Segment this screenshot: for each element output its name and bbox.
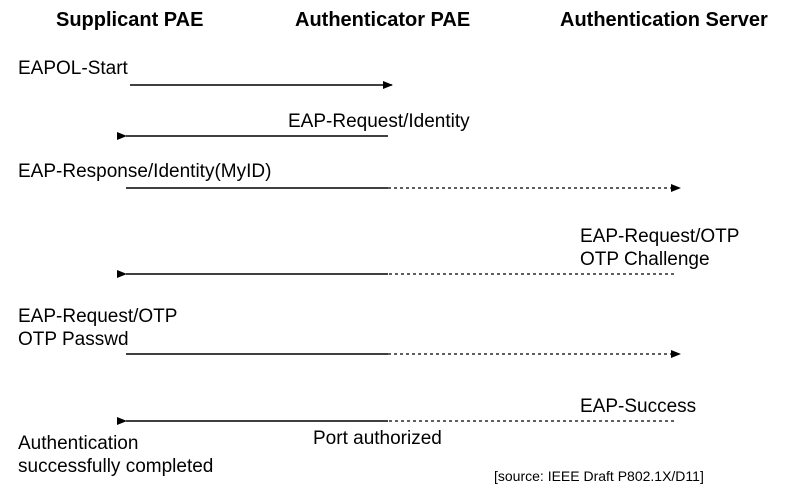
- label-eap-request-otp-challenge: EAP-Request/OTP OTP Challenge: [580, 225, 739, 271]
- label-line: Authentication: [18, 433, 139, 454]
- header-authentication-server: Authentication Server: [560, 9, 768, 31]
- label-eap-request-identity: EAP-Request/Identity: [288, 111, 470, 132]
- label-port-authorized: Port authorized: [313, 428, 442, 449]
- source-citation: [source: IEEE Draft P802.1X/D11]: [494, 468, 704, 484]
- header-supplicant-pae: Supplicant PAE: [56, 9, 204, 31]
- label-authentication-completed: Authentication successfully completed: [18, 432, 213, 478]
- label-line: EAP-Request/OTP: [18, 306, 178, 327]
- label-line: OTP Passwd: [18, 329, 129, 350]
- label-eap-success: EAP-Success: [580, 396, 697, 417]
- header-authenticator-pae: Authenticator PAE: [295, 9, 471, 31]
- label-eap-response-identity: EAP-Response/Identity(MyID): [18, 161, 272, 182]
- label-line: OTP Challenge: [580, 249, 710, 270]
- label-eap-request-otp-passwd: EAP-Request/OTP OTP Passwd: [18, 305, 177, 351]
- label-eapol-start: EAPOL-Start: [18, 58, 128, 79]
- label-line: EAP-Request/OTP: [580, 226, 740, 247]
- label-line: successfully completed: [18, 456, 214, 477]
